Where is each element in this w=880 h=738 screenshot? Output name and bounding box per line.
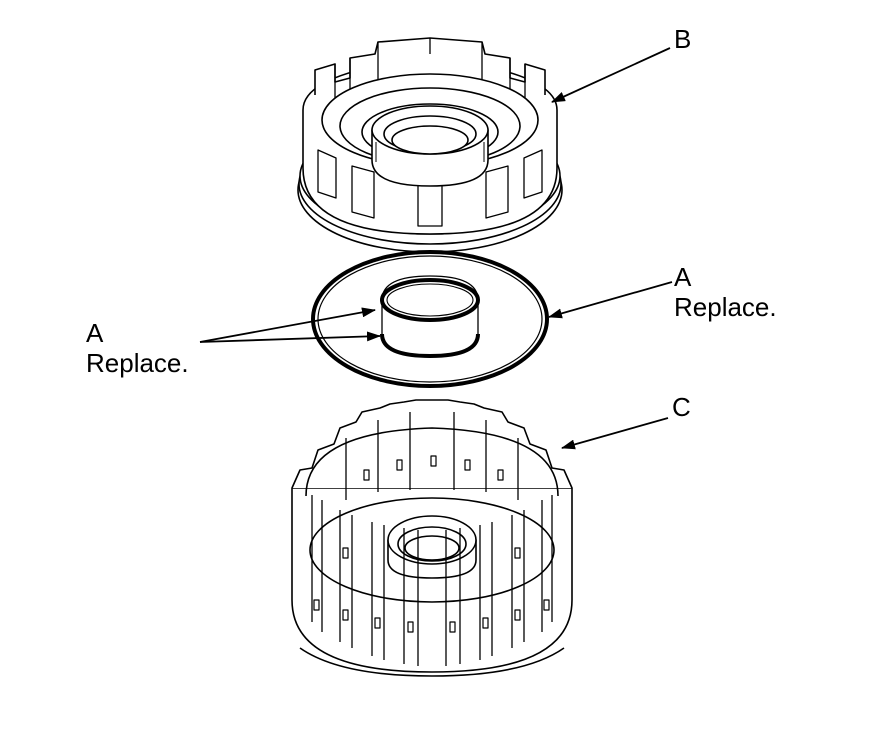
label-a-left-letter: A: [86, 318, 104, 348]
leader-c: [561, 417, 669, 450]
part-a-small-o-ring: [380, 275, 480, 359]
leader-lines: [199, 47, 673, 450]
part-b-clutch-hub: [297, 37, 563, 253]
leader-a-right: [548, 281, 673, 319]
label-a-right-letter: A: [674, 262, 692, 292]
leader-a-left-upper: [199, 307, 376, 343]
leader-a-left-lower: [199, 331, 381, 343]
leader-b: [551, 47, 671, 103]
part-a-large-o-ring: [311, 250, 549, 388]
label-c: C: [672, 392, 691, 422]
label-b: B: [674, 24, 692, 54]
part-c-clutch-drum: [291, 399, 573, 677]
label-a-right-note: Replace.: [674, 292, 777, 322]
label-a-left-note: Replace.: [86, 348, 189, 378]
